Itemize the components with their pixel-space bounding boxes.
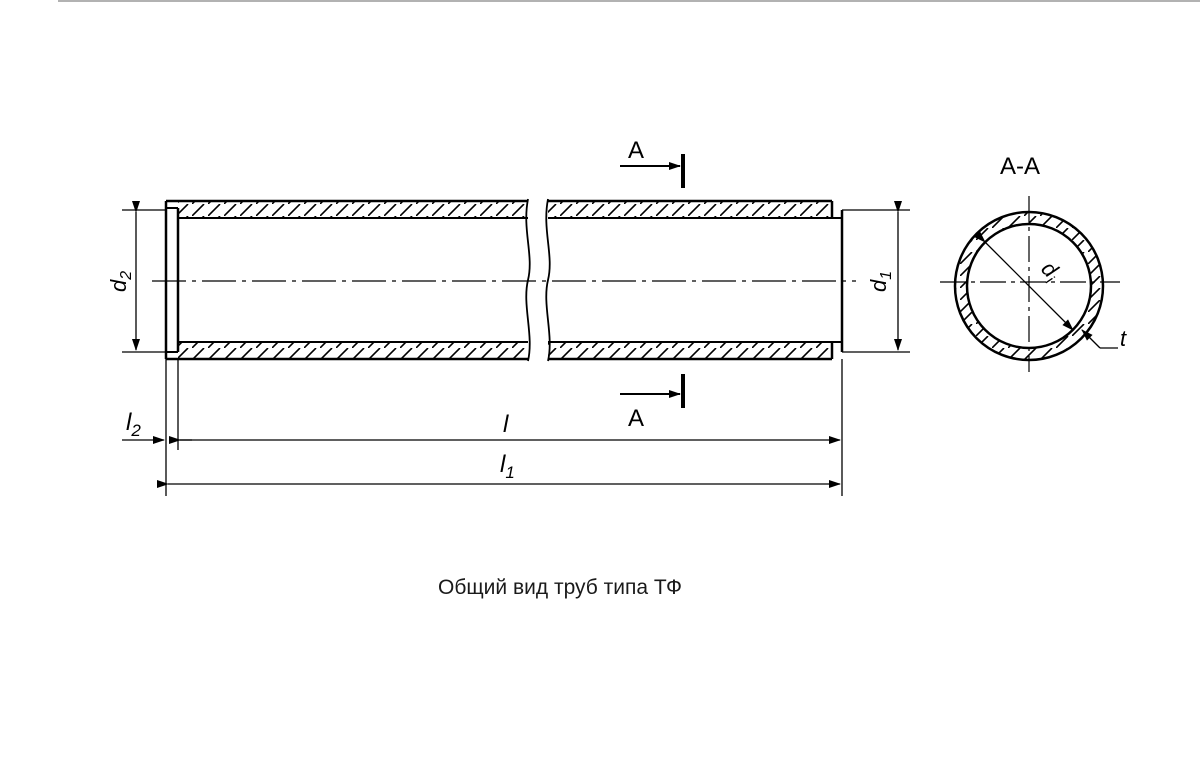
section-mark-bottom: А	[620, 374, 685, 432]
dimension-d1: d1	[842, 201, 910, 353]
section-mark-top: А	[620, 137, 685, 188]
section-title: А-А	[1000, 153, 1040, 180]
dimension-d2: d2	[106, 201, 166, 353]
l-label: l	[503, 411, 509, 438]
l2-label: l2	[126, 409, 141, 440]
pipe-side-view	[152, 198, 856, 362]
di-label: di	[1034, 256, 1066, 288]
d2-label: d2	[106, 271, 135, 292]
section-letter-top: А	[628, 137, 644, 164]
cross-section-a-a: А-А di t	[940, 153, 1127, 372]
dimension-lengths: l l1 l2	[122, 359, 843, 496]
d1-label: d1	[866, 271, 895, 292]
l1-label: l1	[500, 451, 515, 482]
section-letter-bottom: А	[628, 405, 644, 432]
t-label: t	[1120, 326, 1127, 351]
figure-caption: Общий вид труб типа ТФ	[438, 576, 682, 599]
